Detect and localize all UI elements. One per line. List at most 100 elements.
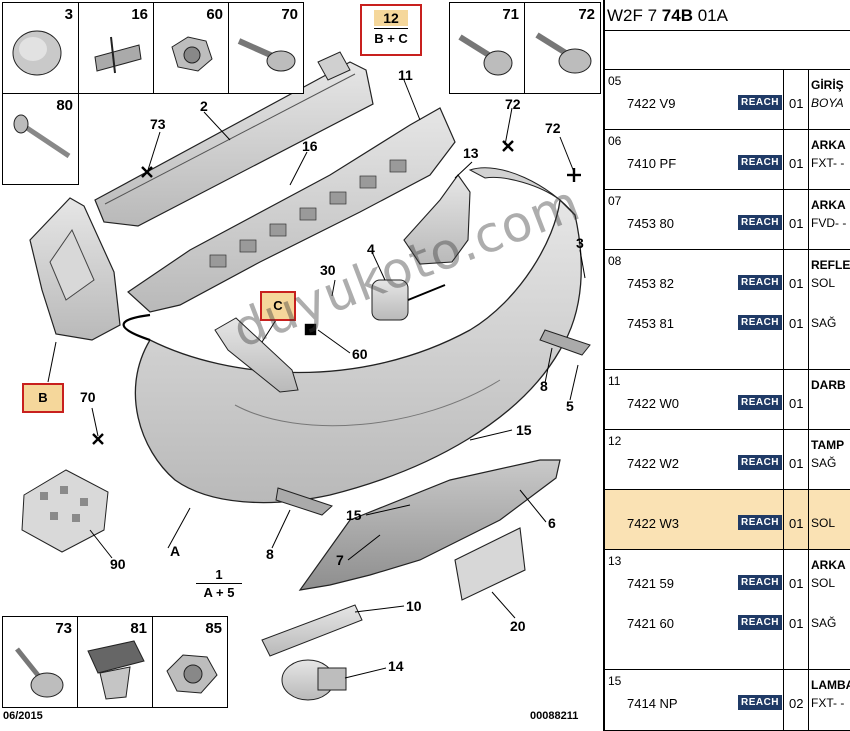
group-1-label[interactable]: 1 A + 5: [194, 567, 244, 600]
part-number[interactable]: 7414 NP: [627, 696, 678, 711]
callout-73[interactable]: 73: [150, 116, 166, 132]
energy-absorber-part[interactable]: [127, 107, 456, 313]
callout-2[interactable]: 2: [200, 98, 208, 114]
callout-70[interactable]: 70: [80, 389, 96, 405]
reinforcement-beam-part[interactable]: [94, 51, 374, 227]
part-detail: FXT- -: [811, 156, 845, 170]
part-number[interactable]: 7421 60: [627, 616, 674, 631]
callout-10[interactable]: 10: [406, 598, 422, 614]
inset-part-60[interactable]: 60: [153, 2, 229, 94]
diffuser-part[interactable]: [298, 459, 561, 591]
part-number[interactable]: 7421 59: [627, 576, 674, 591]
inset-part-81[interactable]: 81: [77, 616, 153, 708]
bolt-flange-icon: [535, 32, 592, 74]
part-number[interactable]: 7422 W2: [627, 456, 680, 471]
callout-60[interactable]: 60: [352, 346, 368, 362]
inset-number: 70: [281, 6, 298, 23]
inset-number: 81: [130, 620, 147, 637]
column-divider: [808, 490, 809, 549]
callout-16[interactable]: 16: [302, 138, 318, 154]
callout-14[interactable]: 14: [388, 658, 404, 674]
callout-5[interactable]: 5: [566, 398, 574, 414]
inset-number: 60: [206, 6, 223, 23]
license-plate-part[interactable]: [454, 527, 526, 601]
lamp-part[interactable]: [281, 659, 347, 701]
part-description: ARKA: [811, 138, 846, 152]
part-number[interactable]: 7453 81: [627, 316, 674, 331]
part-number[interactable]: 7453 80: [627, 216, 674, 231]
leader-lines: [47, 79, 586, 679]
label-b[interactable]: B: [22, 383, 64, 413]
part-detail: SOL: [811, 276, 836, 290]
callout-a[interactable]: A: [170, 543, 181, 559]
inset-part-73[interactable]: 73: [2, 616, 78, 708]
part-number[interactable]: 7410 PF: [627, 156, 677, 171]
callout-15-a[interactable]: 15: [516, 422, 532, 438]
bumper-cover-part[interactable]: [122, 167, 582, 504]
model-prefix: W2F 7: [607, 6, 662, 25]
column-divider: [808, 250, 809, 369]
callout-4[interactable]: 4: [367, 241, 375, 257]
inset-part-72[interactable]: 72: [524, 2, 601, 94]
callout-30[interactable]: 30: [320, 262, 336, 278]
label-c[interactable]: C: [260, 291, 296, 321]
left-bracket-part[interactable]: [29, 197, 121, 341]
callout-13[interactable]: 13: [463, 145, 479, 161]
inset-part-70[interactable]: 70: [228, 2, 304, 94]
row-reference: 11: [608, 374, 621, 388]
callout-8-a[interactable]: 8: [540, 378, 548, 394]
part-number[interactable]: 7422 W0: [627, 396, 680, 411]
part-number[interactable]: 7422 W3: [627, 516, 680, 531]
callout-90[interactable]: 90: [110, 556, 126, 572]
inset-part-80[interactable]: 80: [2, 93, 79, 185]
sensor-part[interactable]: [371, 279, 446, 321]
trim-strip-c-part[interactable]: [214, 317, 299, 393]
callout-8-b[interactable]: 8: [266, 546, 274, 562]
callout-3[interactable]: 3: [576, 235, 584, 251]
inset-part-85[interactable]: 85: [152, 616, 228, 708]
callout-15-b[interactable]: 15: [346, 507, 362, 523]
part-detail: SOL: [811, 516, 836, 530]
reflector-part[interactable]: [275, 329, 591, 516]
reach-badge: REACH: [738, 455, 782, 470]
lower-strip-part[interactable]: [261, 604, 363, 657]
callout-72-b[interactable]: 72: [545, 120, 561, 136]
callout-20[interactable]: 20: [510, 618, 526, 634]
row-reference: 07: [608, 194, 622, 208]
callout-6[interactable]: 6: [548, 515, 556, 531]
clip-kit-part[interactable]: [21, 469, 109, 553]
inset-part-16[interactable]: 16: [78, 2, 154, 94]
part-number[interactable]: 7453 82: [627, 276, 674, 291]
part-number[interactable]: 7422 V9: [627, 96, 676, 111]
nut-icon: [171, 36, 213, 72]
inset-part-71[interactable]: 71: [449, 2, 525, 94]
group-12-label[interactable]: 12 B + C: [360, 4, 422, 56]
inset-part-3[interactable]: 3: [2, 2, 79, 94]
part-detail: SOL: [811, 576, 836, 590]
callout-7[interactable]: 7: [336, 552, 344, 568]
callout-11[interactable]: 11: [398, 67, 413, 83]
right-bracket-part[interactable]: [403, 174, 471, 265]
callout-72-a[interactable]: 72: [505, 96, 521, 112]
